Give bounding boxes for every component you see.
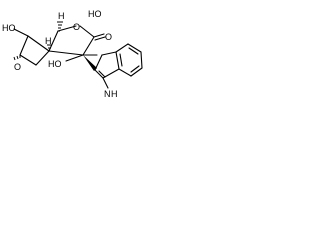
bond-ring-left-4: [27, 35, 50, 52]
hashed-bond-left: [13, 55, 21, 61]
bond-ring-left-2: [19, 54, 37, 66]
bond-benz-double-3: [119, 53, 123, 67]
bond-ring-right-1: [57, 25, 77, 32]
hashed-bond-mid: [47, 44, 52, 52]
label-h-top: H: [58, 11, 65, 21]
bond-benz-4: [130, 67, 143, 77]
wedge-bond-indole: [83, 55, 97, 71]
bond-c-oh-top: [13, 28, 29, 37]
bond-benz-double-2: [130, 65, 140, 73]
label-ho-top-left: HO: [2, 23, 16, 33]
label-carbonyl-o: O: [105, 32, 112, 42]
bond-indole-5: [94, 54, 103, 71]
bond-ring-right-2: [79, 25, 95, 38]
bond-carbonyl-a: [93, 33, 105, 38]
bond-carbonyl-b: [94, 36, 106, 41]
hashed-bond-top: [57, 21, 63, 32]
bond-indole-4: [101, 51, 117, 56]
bicyclic-core: [13, 21, 106, 71]
chemical-structure: HO HO HO O O O N H H H: [2, 9, 143, 99]
label-nh-n: N: [104, 89, 111, 99]
bond-indole-2: [102, 68, 120, 79]
indole-ring: [94, 43, 143, 89]
bond-c-oh-lower: [65, 54, 84, 62]
bond-indole-1: [94, 69, 104, 79]
bond-ring-left-1: [19, 35, 29, 56]
bond-ring-left-3: [35, 50, 50, 66]
bond-benz-2: [127, 43, 142, 53]
bond-ring-right-4: [48, 50, 84, 56]
label-ho-right: HO: [88, 9, 102, 19]
bond-indole-double-1: [98, 70, 106, 78]
bond-benz-double-1: [128, 47, 139, 55]
label-ring-o-lower: O: [14, 62, 21, 72]
bond-n-c: [102, 77, 109, 89]
label-nh-h: H: [111, 89, 118, 99]
bond-indole-3: [115, 51, 120, 70]
label-ho-lower: HO: [48, 59, 62, 69]
bond-ring-right-3: [82, 36, 95, 56]
label-ring-o-upper: O: [73, 22, 80, 32]
bond-benz-3: [140, 51, 143, 69]
bond-benz-5: [118, 68, 132, 77]
label-h-mid: H: [45, 36, 52, 46]
bond-benz-1: [115, 43, 129, 53]
atom-labels: HO HO HO O O O N H H H: [2, 9, 118, 99]
